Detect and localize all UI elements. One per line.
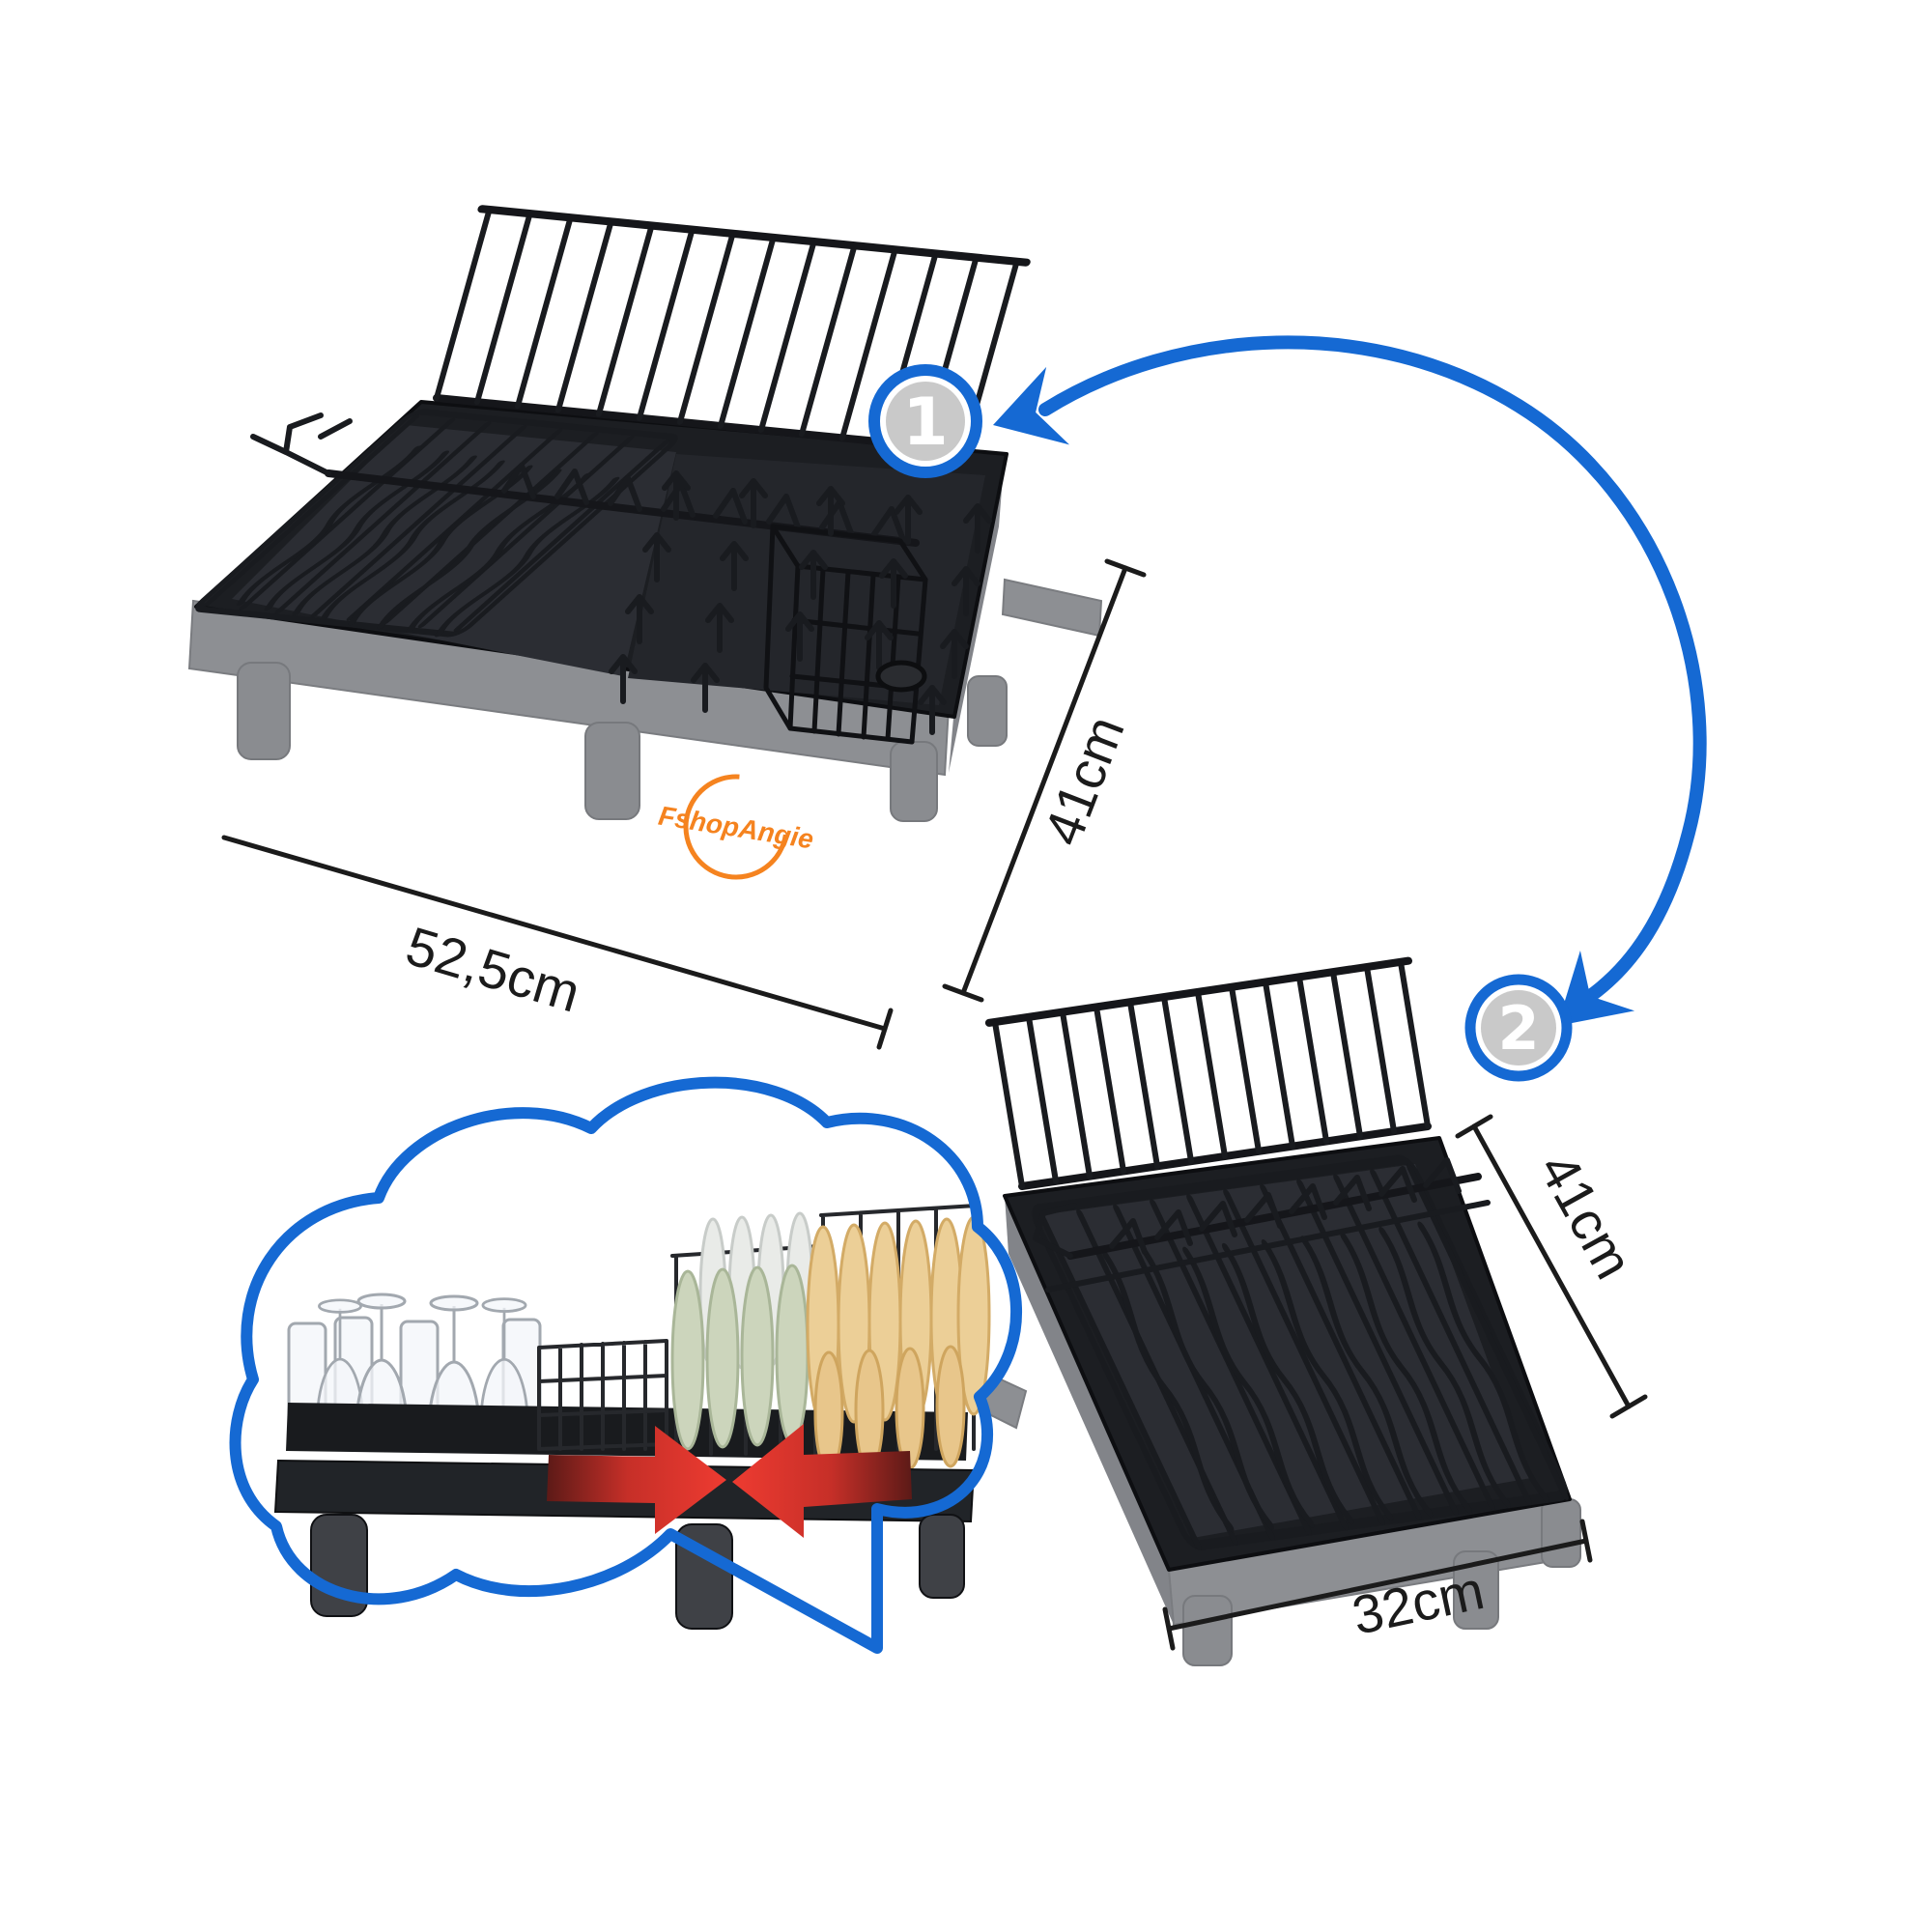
rack-foot <box>1541 1498 1581 1568</box>
cloud-outline <box>229 1076 1022 1654</box>
expanded-depth-label: 41cm <box>1032 708 1136 853</box>
fold-arrow-curve <box>1038 335 1707 1004</box>
plate-fence-wires <box>984 956 1432 1190</box>
step-1-badge: 1 <box>868 364 982 478</box>
collapsed-rack-base-side <box>1005 1196 1174 1625</box>
collapsed-tray-panel <box>1038 1164 1531 1538</box>
expanded-rack-illustration: FshopAngie <box>187 205 1103 880</box>
collapsed-rack-illustration <box>964 956 1581 1666</box>
rack-foot <box>584 722 640 820</box>
drain-spout <box>1001 578 1103 638</box>
fold-direction-arrow <box>993 335 1707 1026</box>
rack-foot <box>890 741 938 822</box>
fold-arrow-head-start <box>993 366 1070 445</box>
step-1-badge-disc <box>886 382 965 461</box>
cutlery-basket <box>763 524 928 745</box>
scene-foot <box>919 1514 965 1599</box>
step-2-badge-disc <box>1481 990 1556 1065</box>
collapsed-depth-label: 41cm <box>1527 1143 1644 1288</box>
expanded-width-dimension: 52,5cm <box>221 835 894 1050</box>
rack-foot <box>1182 1595 1233 1666</box>
plate-rack-grid <box>1032 1154 1569 1551</box>
scene-cutlery-basket <box>537 1339 668 1451</box>
drain-hole <box>875 660 927 693</box>
rack-in-use-scene <box>273 1204 991 1630</box>
brand-logo: FshopAngie <box>657 774 816 880</box>
slide-inward-arrow-right <box>547 1426 726 1534</box>
step-2-badge: 2 <box>1464 974 1573 1082</box>
cloud-bubble <box>229 1076 1022 1654</box>
plate-rack-grid <box>195 409 678 636</box>
tan-plates-front <box>813 1345 966 1474</box>
slide-inward-arrow-left <box>732 1424 912 1538</box>
rack-foot <box>237 662 291 760</box>
folding-plate-rail <box>1033 1157 1491 1293</box>
step-1-badge-number: 1 <box>902 384 948 461</box>
step-2-badge-number: 2 <box>1497 993 1539 1064</box>
rack-foot <box>1453 1550 1499 1630</box>
rack-foot <box>967 675 1008 747</box>
brand-logo-text: FshopAngie <box>657 801 816 855</box>
fold-arrow-head-end <box>1557 950 1635 1026</box>
expanded-width-label: 52,5cm <box>400 915 587 1024</box>
plate-fence-wires <box>433 205 1031 454</box>
green-plates <box>670 1264 810 1451</box>
